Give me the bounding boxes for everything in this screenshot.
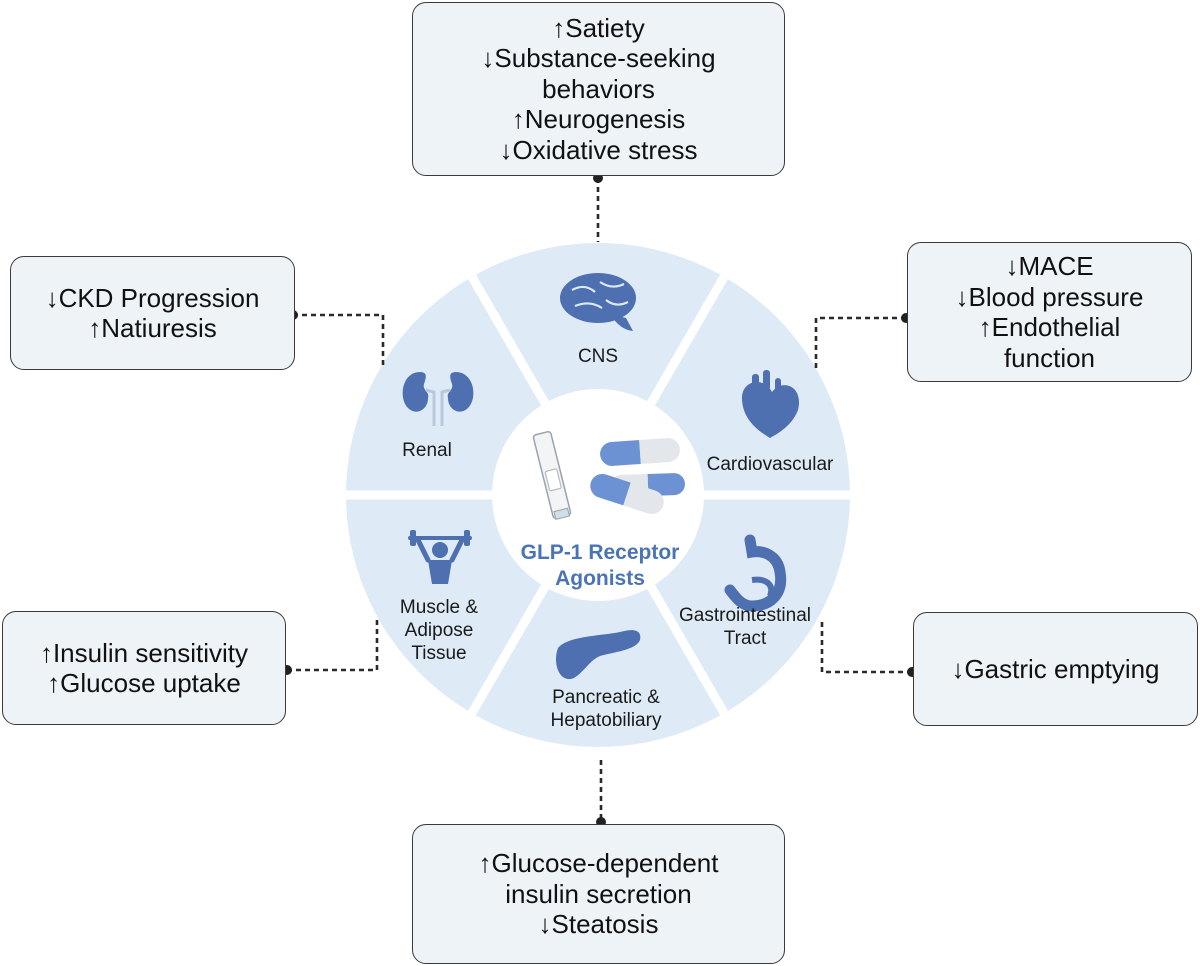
- weightlifter-icon: [408, 530, 472, 584]
- effects-box-cardiovascular: ↓MACE ↓Blood pressure ↑Endothelial funct…: [907, 242, 1192, 382]
- center-title: GLP-1 Receptor Agonists: [521, 540, 680, 592]
- effect-line: ↑Neurogenesis: [511, 104, 686, 135]
- heart-icon: [742, 370, 800, 438]
- effect-line: ↓Gastric emptying: [951, 653, 1160, 684]
- label-line: Gastrointestinal: [678, 605, 812, 626]
- effects-box-pancreatic: ↑Glucose-dependent insulin secretion ↓St…: [412, 824, 785, 964]
- segment-label-muscle: Muscle & Adipose Tissue: [400, 596, 478, 665]
- effect-line: ↓Blood pressure: [955, 281, 1144, 312]
- segment-label-pancreatic: Pancreatic & Hepatobiliary: [551, 686, 662, 732]
- segment-label-cns: CNS: [577, 346, 619, 367]
- connector-gastrointestinal: [820, 620, 912, 674]
- capsule-icon: [600, 438, 680, 466]
- pancreas-icon: [555, 630, 641, 680]
- center-title-line: GLP-1 Receptor: [520, 541, 680, 564]
- segment-label-gastrointestinal: Gastrointestinal Tract: [679, 604, 811, 650]
- effect-line: ↓CKD Progression: [45, 282, 260, 313]
- brain-icon: [560, 273, 636, 331]
- pen-injector-icon: [532, 430, 572, 520]
- effect-line: function: [1003, 342, 1096, 373]
- kidney-icon: [402, 372, 474, 426]
- effects-box-gastrointestinal: ↓Gastric emptying: [913, 612, 1198, 726]
- segment-label-renal: Renal: [402, 440, 452, 461]
- effect-line: ↓MACE: [1005, 251, 1094, 281]
- connectors: [287, 178, 912, 822]
- label-line: Adipose: [404, 620, 474, 641]
- connector-renal: [293, 313, 385, 368]
- effect-line: ↑Satiety: [552, 12, 645, 43]
- label-line: Tissue: [411, 643, 467, 664]
- effects-box-cns: ↑Satiety ↓Substance-seeking behaviors ↑N…: [412, 2, 785, 176]
- effect-line: ↑Natiuresis: [88, 313, 217, 343]
- center-title-line: Agonists: [555, 567, 645, 590]
- effect-line: ↓Steatosis: [538, 909, 659, 940]
- stomach-icon: [724, 534, 787, 612]
- effect-line: ↑Endothelial: [978, 312, 1121, 342]
- effect-line: ↑Glucose uptake: [47, 668, 241, 698]
- label-line: Pancreatic &: [552, 687, 660, 708]
- effects-box-muscle: ↑Insulin sensitivity ↑Glucose uptake: [2, 611, 286, 725]
- effects-box-renal: ↓CKD Progression ↑Natiuresis: [10, 256, 295, 370]
- effect-line: insulin secretion: [505, 878, 692, 909]
- connector-muscle: [287, 620, 379, 672]
- label-line: Tract: [723, 628, 767, 649]
- effect-line: ↑Glucose-dependent: [478, 848, 719, 879]
- segment-label-cardiovascular: Cardiovascular: [706, 454, 834, 475]
- effect-line: ↓Substance-seeking: [481, 43, 716, 74]
- effect-line: ↓Oxidative stress: [499, 134, 698, 165]
- capsule-icon: [590, 474, 664, 514]
- label-line: Hepatobiliary: [550, 710, 662, 731]
- label-line: Muscle &: [399, 597, 479, 618]
- effect-line: ↑Insulin sensitivity: [39, 637, 249, 668]
- connector-cardiovascular: [814, 316, 906, 370]
- effect-line: behaviors: [542, 73, 655, 104]
